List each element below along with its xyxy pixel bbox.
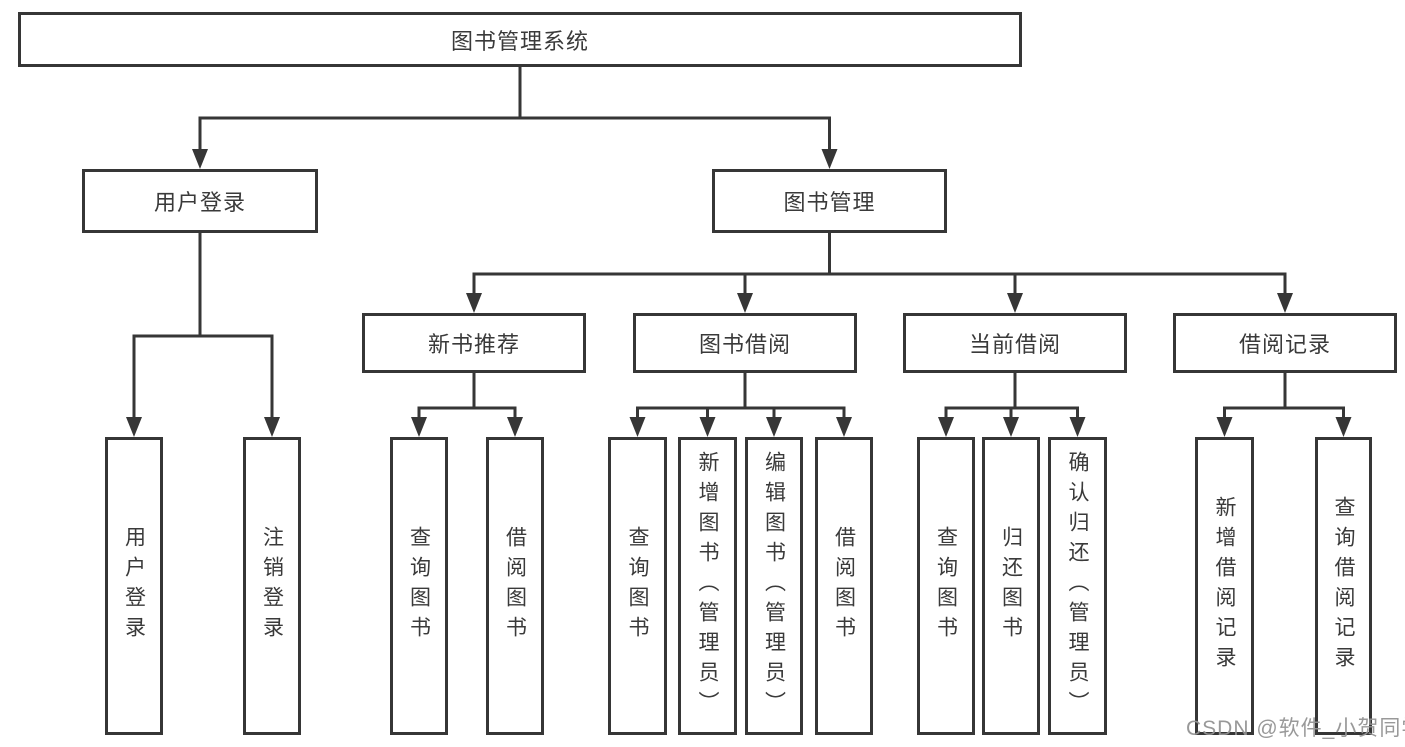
node-query-books-borrow: 查询图书 [608,437,667,735]
node-user-login-leaf: 用户登录 [105,437,163,735]
node-user-login: 用户登录 [82,169,318,233]
node-confirm-return-admin: 确认归还（管理员） [1048,437,1107,735]
node-query-borrow-record: 查询借阅记录 [1315,437,1372,735]
node-query-books-current: 查询图书 [917,437,975,735]
node-borrow-books-leaf: 借阅图书 [815,437,873,735]
node-current-borrowing: 当前借阅 [903,313,1127,373]
node-add-books-admin: 新增图书（管理员） [678,437,737,735]
csdn-watermark: CSDN @软件_小贺同学 [1186,717,1405,740]
node-new-book-recommendation: 新书推荐 [362,313,586,373]
node-add-borrow-record: 新增借阅记录 [1195,437,1254,735]
node-edit-books-admin: 编辑图书（管理员） [745,437,803,735]
node-book-borrowing: 图书借阅 [633,313,857,373]
node-book-management-system: 图书管理系统 [18,12,1022,67]
node-book-management: 图书管理 [712,169,947,233]
node-return-books: 归还图书 [982,437,1040,735]
node-logout: 注销登录 [243,437,301,735]
node-borrowing-records: 借阅记录 [1173,313,1397,373]
node-borrow-books-recommend: 借阅图书 [486,437,544,735]
node-query-books-recommend: 查询图书 [390,437,448,735]
